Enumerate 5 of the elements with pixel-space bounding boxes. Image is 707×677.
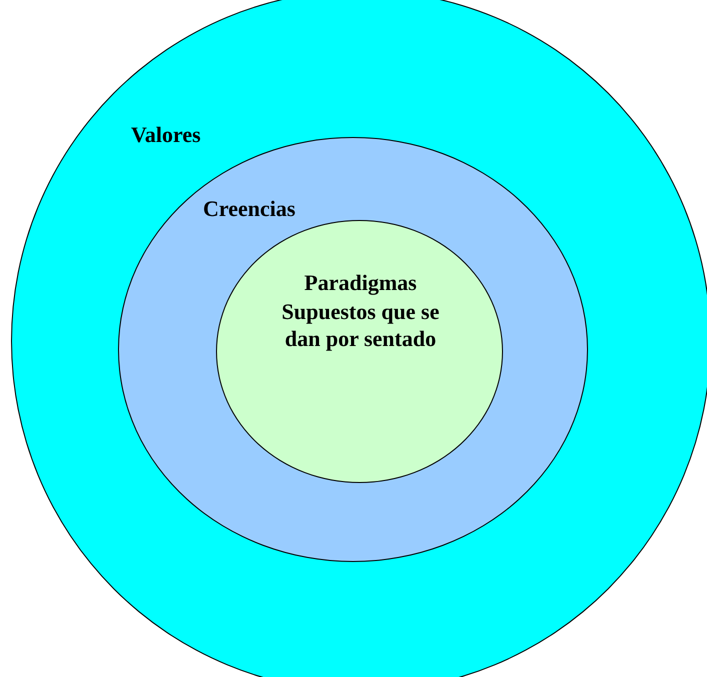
outer-circle [11,0,707,677]
circle-title: Creencias [203,195,296,222]
circle-description: Supuestos que se dan por sentado [280,298,440,352]
circle-title: Valores [131,121,201,148]
circle-title: Paradigmas [303,269,418,296]
